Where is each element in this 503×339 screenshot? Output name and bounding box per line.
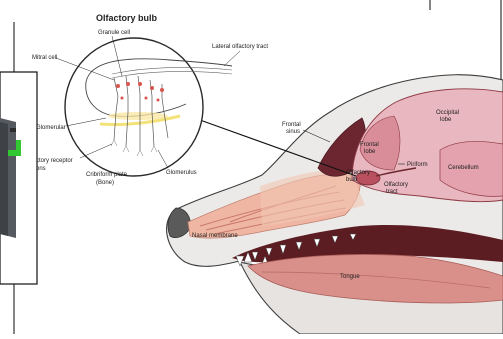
label-olfactory-bulb: Olfactory <box>346 170 370 176</box>
label-cribriform-plate: Cribriform plate <box>86 172 128 178</box>
label-frontal-lobe-2: lobe <box>364 149 376 155</box>
label-lateral-tract: Lateral olfactory tract <box>212 44 268 50</box>
lateral-tract-leader <box>224 51 240 66</box>
label-occipital-lobe-2: lobe <box>440 117 452 123</box>
olfactory-bulb-inset <box>65 38 232 176</box>
label-granule-cell: Granule cell <box>98 30 130 36</box>
label-frontal-sinus: Frontal <box>282 122 301 128</box>
device-green-base <box>8 150 18 156</box>
label-glomerulus: Glomerulus <box>166 170 197 176</box>
label-nasal-membrane: Nasal membrane <box>192 233 238 239</box>
label-tongue: Tongue <box>340 274 360 280</box>
label-glomerular: Glomerular <box>36 125 66 131</box>
glomerular-layer <box>108 112 168 120</box>
label-olfactory-receptor: ctory receptor <box>36 158 73 164</box>
label-olfactory-tract: Olfactory <box>384 182 408 188</box>
device-slot <box>10 128 16 132</box>
label-piriform: Piriform <box>407 162 428 168</box>
label-olfactory-bulb-2: bulb <box>346 177 358 183</box>
label-frontal-lobe: Frontal <box>360 142 379 148</box>
label-mitral-cell: Mitral cell <box>32 55 57 61</box>
label-olfactory-tract-2: tract <box>386 189 398 195</box>
device-photo <box>0 72 37 284</box>
label-cribriform-bone: (Bone) <box>96 180 114 186</box>
label-occipital-lobe: Occipital <box>436 110 459 116</box>
device-shadow <box>0 122 8 236</box>
inset-title: Olfactory bulb <box>96 13 158 23</box>
label-frontal-sinus-2: sinus <box>286 129 300 135</box>
label-cerebellum: Cerebellum <box>448 165 479 171</box>
